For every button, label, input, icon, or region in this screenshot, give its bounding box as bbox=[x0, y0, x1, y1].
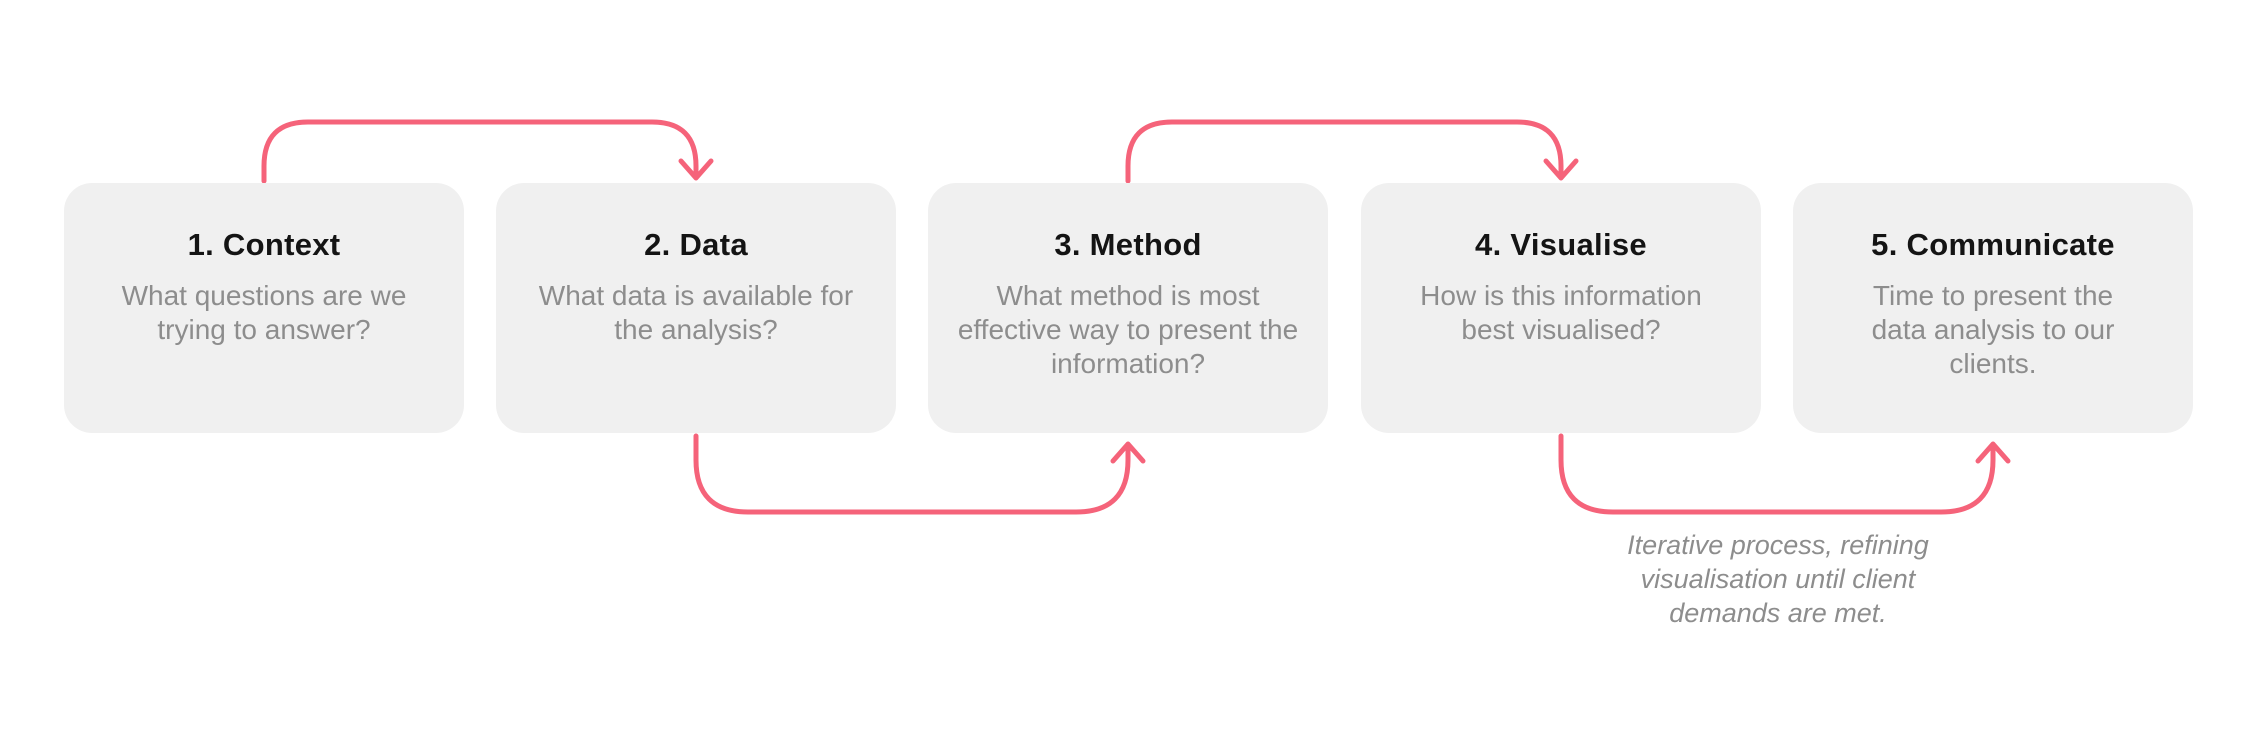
step-title: 1. Context bbox=[187, 227, 341, 262]
arrow-method-to-visualise bbox=[1125, 119, 1579, 184]
step-title: 4. Visualise bbox=[1475, 227, 1647, 262]
arrow-visualise-to-communicate bbox=[1558, 433, 2011, 515]
step-description: What data is available for the analysis? bbox=[538, 280, 854, 345]
step-description: What method is most effective way to pre… bbox=[957, 280, 1299, 379]
curved-arrow-down-icon bbox=[261, 119, 699, 184]
step-box-visualise: 4. Visualise How is this information bes… bbox=[1361, 183, 1761, 433]
arrowhead-down-icon bbox=[1543, 158, 1579, 181]
step-box-context: 1. Context What questions are we trying … bbox=[64, 183, 464, 433]
arrowhead-down-icon bbox=[678, 158, 714, 181]
step-box-data: 2. Data What data is available for the a… bbox=[496, 183, 896, 433]
iteration-note-line: demands are met. bbox=[1669, 598, 1887, 628]
arrow-data-to-method bbox=[693, 433, 1146, 515]
iteration-note-line: Iterative process, refining bbox=[1627, 530, 1929, 560]
curved-arrow-down-icon bbox=[1125, 119, 1564, 184]
curved-arrow-up-icon bbox=[693, 433, 1131, 515]
arrowhead-up-icon bbox=[1975, 441, 2011, 464]
step-box-method: 3. Method What method is most effective … bbox=[928, 183, 1328, 433]
step-description: What questions are we trying to answer? bbox=[121, 280, 407, 345]
curved-arrow-up-icon bbox=[1558, 433, 1996, 515]
step-title: 2. Data bbox=[644, 227, 748, 262]
arrowhead-up-icon bbox=[1110, 441, 1146, 464]
step-description: How is this information best visualised? bbox=[1420, 280, 1702, 345]
step-box-communicate: 5. Communicate Time to present the data … bbox=[1793, 183, 2193, 433]
iteration-note: Iterative process, refining visualisatio… bbox=[1597, 528, 1959, 630]
arrow-context-to-data bbox=[261, 119, 714, 184]
step-title: 3. Method bbox=[1054, 227, 1202, 262]
iteration-note-line: visualisation until client bbox=[1640, 564, 1916, 594]
step-title: 5. Communicate bbox=[1871, 227, 2115, 262]
step-description: Time to present the data analysis to our… bbox=[1871, 280, 2115, 379]
